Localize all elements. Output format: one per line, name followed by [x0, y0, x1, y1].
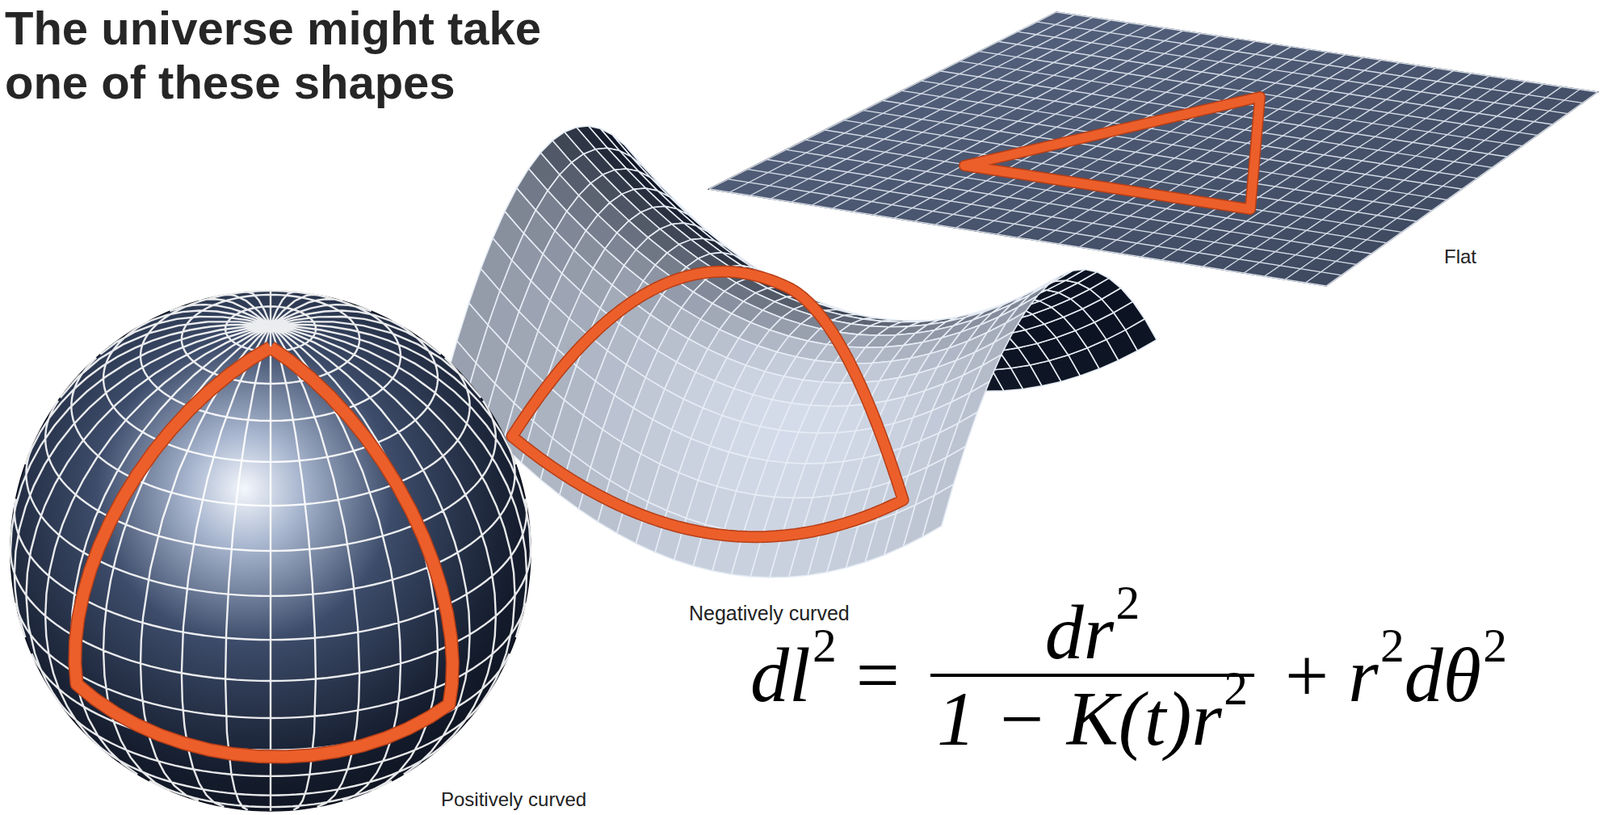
- grid-line: [1037, 54, 1345, 241]
- denominator: 1 − K(t)r2: [930, 681, 1254, 756]
- formula-part: +: [1265, 638, 1349, 712]
- title: The universe might take one of these sha…: [4, 1, 587, 110]
- grid-line: [1058, 57, 1364, 244]
- operator: =: [856, 638, 900, 712]
- formula-part: 2: [810, 652, 837, 699]
- exponent: 2: [1380, 622, 1405, 669]
- shape-label: Positively curved: [440, 788, 587, 811]
- saddle-figure: [445, 125, 1157, 578]
- fraction: dr21 − K(t)r2: [930, 595, 1254, 756]
- grid-line: [750, 17, 1093, 196]
- formula-part: 2: [1378, 652, 1405, 699]
- saddle-cell: [1054, 269, 1085, 282]
- formula-part: dθ: [1404, 638, 1482, 712]
- exponent: 2: [812, 622, 837, 669]
- numerator: dr2: [1038, 595, 1147, 669]
- exponent: 2: [1223, 665, 1248, 712]
- triangle-outline: [75, 347, 453, 757]
- formula-term: r: [1348, 638, 1378, 712]
- triangle-outline: [964, 96, 1260, 210]
- grid-line: [1264, 83, 1544, 277]
- grid-line: [791, 22, 1129, 202]
- formula-term: dθ: [1404, 638, 1482, 712]
- formula-part: 2: [1481, 652, 1508, 699]
- formula-term: dl: [750, 638, 811, 712]
- formula-term: 1 − K(t)r: [936, 681, 1223, 756]
- plane-surface: [709, 12, 1598, 286]
- grid-line: [709, 12, 1057, 189]
- exponent: 2: [1482, 622, 1508, 669]
- grid-line: [1326, 92, 1598, 286]
- exponent: 2: [1115, 579, 1140, 626]
- grid-line: [832, 28, 1165, 209]
- grid-line: [811, 25, 1147, 206]
- shape-label: Negatively curved: [688, 601, 850, 626]
- formula-term: dr: [1045, 595, 1114, 669]
- grid-line: [956, 44, 1273, 228]
- formula: dl2=dr21 − K(t)r2+r2dθ2: [750, 595, 1508, 756]
- triangle-outline: [75, 347, 453, 757]
- saddle-cell: [922, 484, 954, 538]
- grid-line: [1079, 59, 1382, 248]
- grid-line: [770, 20, 1111, 199]
- formula-part: dl: [750, 638, 811, 712]
- plane-figure: [709, 12, 1598, 286]
- triangle-outline: [512, 271, 903, 538]
- saddle-cell: [1018, 283, 1050, 307]
- sphere-surface: [10, 290, 531, 811]
- sphere-figure: [10, 290, 531, 811]
- grid-line: [915, 38, 1238, 222]
- grid-line: [10, 290, 531, 811]
- formula-part: r: [1348, 638, 1378, 712]
- grid-line: [1120, 65, 1417, 254]
- grid-line: [729, 14, 1075, 193]
- grid-line: [1141, 67, 1436, 257]
- triangle-outline: [964, 96, 1260, 210]
- shape-label: Flat: [1444, 245, 1477, 269]
- triangle-outline: [512, 271, 903, 538]
- fraction-bar: [930, 673, 1254, 677]
- grid-line: [1161, 71, 1454, 261]
- formula-part: =: [836, 638, 920, 712]
- grid-line: [1285, 86, 1562, 280]
- operator: +: [1285, 638, 1329, 712]
- grid-line: [1306, 89, 1580, 283]
